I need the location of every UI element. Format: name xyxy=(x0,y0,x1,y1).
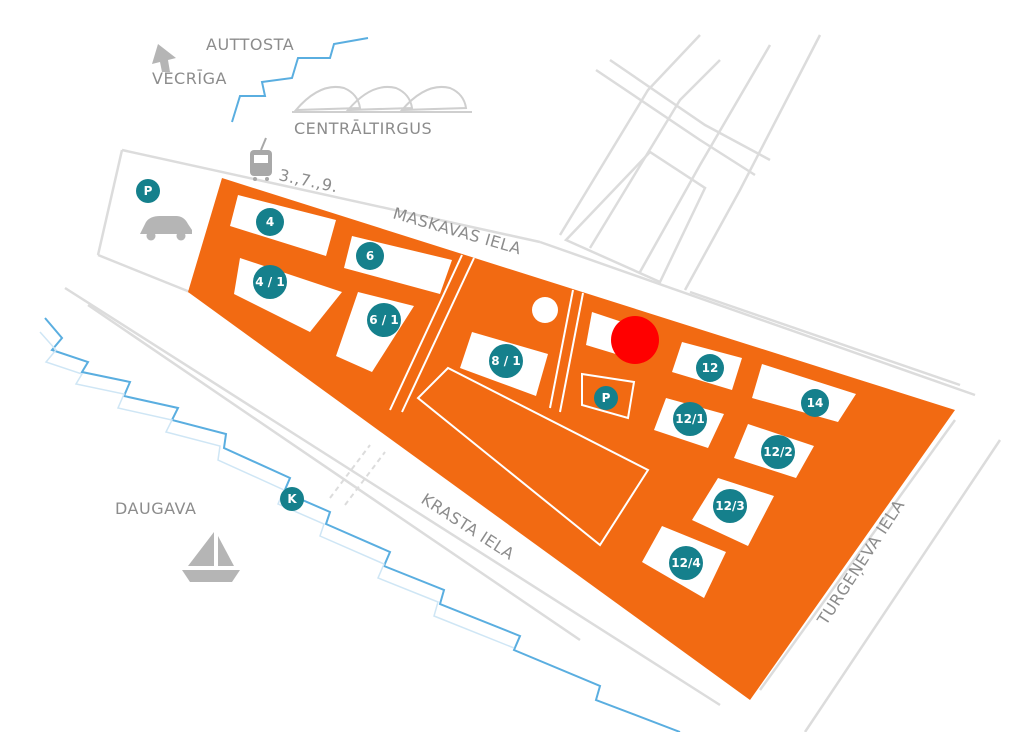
roads xyxy=(64,34,1002,732)
parking-icon xyxy=(136,179,160,203)
building-badges: 4 4 / 1 6 6 / 1 8 / 1 12 12/1 12/2 12/3 … xyxy=(253,208,829,580)
svg-text:4 / 1: 4 / 1 xyxy=(255,275,284,289)
svg-text:12/4: 12/4 xyxy=(671,556,700,570)
badge-14[interactable]: 14 xyxy=(801,389,829,417)
badge-12[interactable]: 12 xyxy=(696,354,724,382)
svg-text:14: 14 xyxy=(807,396,824,410)
river-daugava xyxy=(39,317,681,732)
building-14[interactable] xyxy=(752,364,856,422)
auttosta-channel xyxy=(231,37,369,123)
label-vecriga: VECRĪGA xyxy=(152,69,227,88)
badge-6[interactable]: 6 xyxy=(356,242,384,270)
svg-text:6 / 1: 6 / 1 xyxy=(369,313,398,327)
svg-text:6: 6 xyxy=(366,249,374,263)
site-paths xyxy=(389,254,650,547)
tram-icon xyxy=(250,137,272,181)
pier-icon xyxy=(280,487,304,511)
badge-4-1[interactable]: 4 / 1 xyxy=(253,265,287,299)
svg-text:K: K xyxy=(287,492,297,506)
parking-icon xyxy=(594,386,618,410)
label-daugava: DAUGAVA xyxy=(115,499,196,518)
svg-text:P: P xyxy=(602,391,611,405)
pier-marker[interactable]: K xyxy=(280,487,304,511)
location-highlight-marker[interactable] xyxy=(611,316,659,364)
badge-12-2[interactable]: 12/2 xyxy=(761,435,795,469)
svg-text:12/2: 12/2 xyxy=(763,445,792,459)
car-icon xyxy=(140,216,192,241)
badge-12-1[interactable]: 12/1 xyxy=(673,402,707,436)
svg-text:P: P xyxy=(144,184,153,198)
boat-icon xyxy=(182,532,240,582)
label-auttosta: AUTTOSTA xyxy=(206,35,294,54)
parking-inside-marker[interactable]: P xyxy=(594,386,618,410)
badge-12-4[interactable]: 12/4 xyxy=(669,546,703,580)
badge-6-1[interactable]: 6 / 1 xyxy=(367,303,401,337)
svg-text:12/3: 12/3 xyxy=(715,499,744,513)
arrow-vecriga-icon xyxy=(152,44,176,72)
river-bank-lower xyxy=(39,331,515,649)
label-centraltirgus: CENTRĀLTIRGUS xyxy=(294,119,432,138)
parking-outside-marker[interactable]: P xyxy=(136,179,160,203)
svg-text:12/1: 12/1 xyxy=(675,412,704,426)
badge-4[interactable]: 4 xyxy=(256,208,284,236)
river-bank-upper xyxy=(44,317,681,732)
svg-text:4: 4 xyxy=(266,215,274,229)
central-market-pavilions xyxy=(292,86,472,113)
svg-text:8 / 1: 8 / 1 xyxy=(491,354,520,368)
badge-8-1[interactable]: 8 / 1 xyxy=(489,344,523,378)
svg-text:12: 12 xyxy=(702,361,719,375)
badge-12-3[interactable]: 12/3 xyxy=(713,489,747,523)
